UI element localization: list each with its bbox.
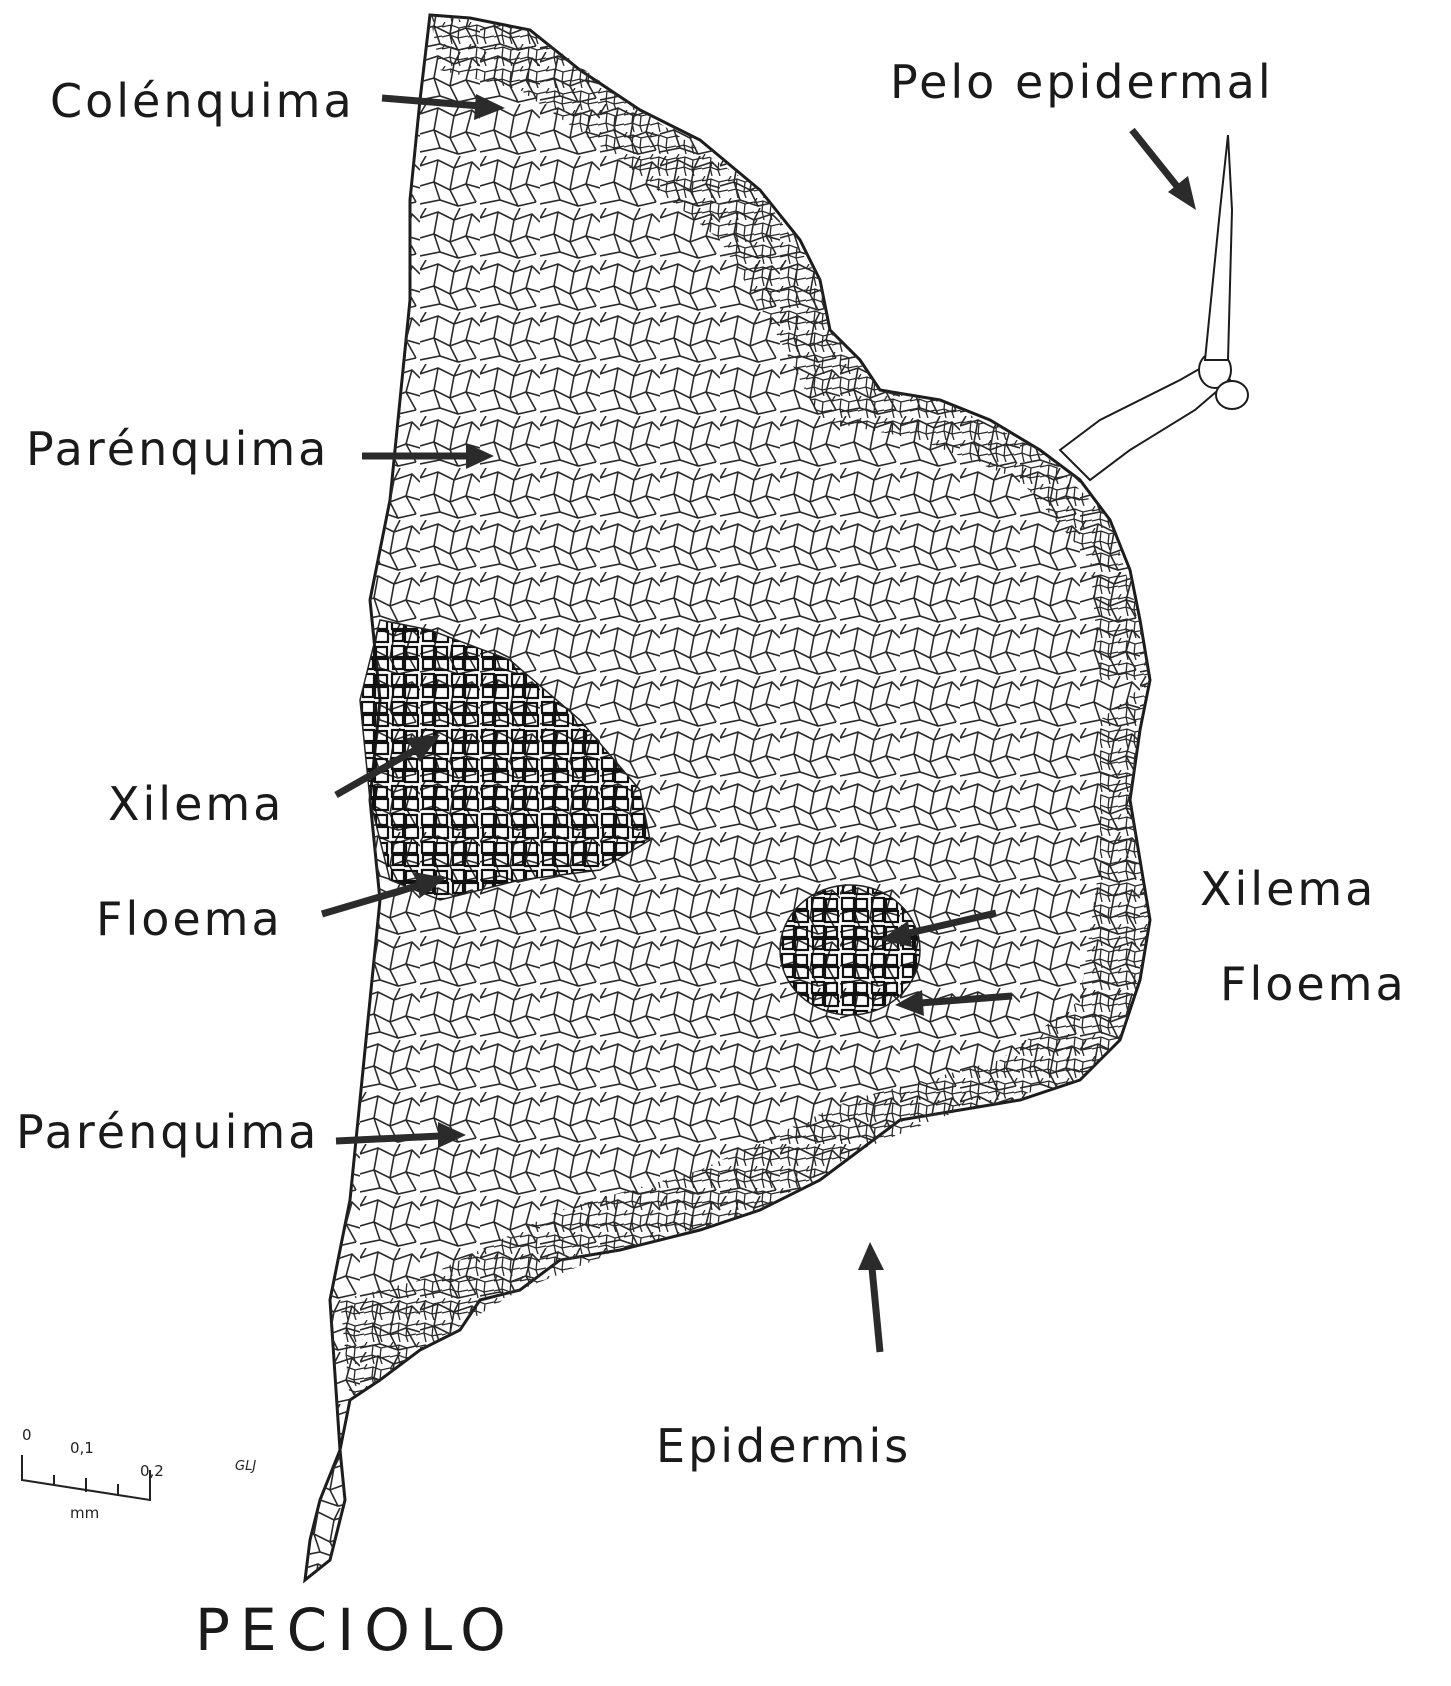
figure-title: PECIOLO <box>195 1596 516 1664</box>
right-vascular-bundle <box>780 885 920 1015</box>
author-initials: GLJ <box>235 1459 256 1474</box>
scale-tick-0: 0 <box>22 1426 32 1444</box>
label-colenquima: Colénquima <box>50 74 355 128</box>
scale-unit: mm <box>70 1504 99 1522</box>
epidermal-hair <box>1060 135 1248 480</box>
label-parenquima-bottom: Parénquima <box>16 1105 319 1159</box>
label-floema-right: Floema <box>1220 957 1407 1011</box>
scale-tick-1: 0,1 <box>70 1439 94 1457</box>
arrow-pelo-epidermal <box>1132 130 1196 210</box>
tissue-section <box>305 15 1248 1580</box>
scale-tick-2: 0,2 <box>140 1462 164 1480</box>
scale-bar: 0 0,1 0,2 mm GLJ <box>22 1426 256 1522</box>
label-epidermis: Epidermis <box>656 1419 911 1473</box>
label-floema-left: Floema <box>96 892 283 946</box>
label-parenquima-top: Parénquima <box>26 422 329 476</box>
arrow-epidermis <box>858 1242 884 1352</box>
label-xilema-left: Xilema <box>108 777 284 831</box>
label-xilema-right: Xilema <box>1200 862 1376 916</box>
label-pelo-epidermal: Pelo epidermal <box>890 55 1274 109</box>
